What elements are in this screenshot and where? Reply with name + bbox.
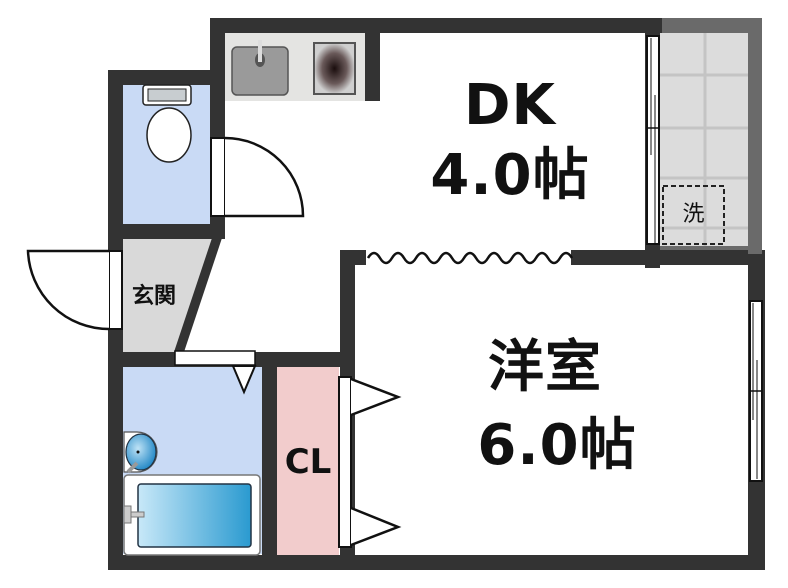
room-label-western: 洋室 xyxy=(488,335,602,400)
room-size-dk: 4.0帖 xyxy=(430,143,590,208)
toilet-fixture xyxy=(142,84,192,163)
entrance-door[interactable] xyxy=(26,249,123,331)
washer-space xyxy=(662,185,725,245)
wash-basin xyxy=(123,431,158,474)
kitchen-counter xyxy=(225,33,365,101)
toilet-door[interactable] xyxy=(210,136,305,218)
western-window[interactable] xyxy=(749,300,763,482)
entrance-floor xyxy=(122,238,218,352)
room-size-western: 6.0帖 xyxy=(477,413,637,478)
room-label-dk: DK xyxy=(464,73,556,138)
room-label-closet: CL xyxy=(284,442,332,482)
room-label-entrance: 玄関 xyxy=(131,284,176,309)
washer-label: 洗 xyxy=(682,202,705,227)
dk-window[interactable] xyxy=(646,35,660,245)
balcony xyxy=(658,18,762,254)
bathtub xyxy=(123,474,261,556)
closet-floor xyxy=(277,366,339,556)
accordion-door[interactable] xyxy=(366,250,574,265)
bathroom-door[interactable] xyxy=(174,350,257,395)
closet-door[interactable] xyxy=(338,376,402,548)
